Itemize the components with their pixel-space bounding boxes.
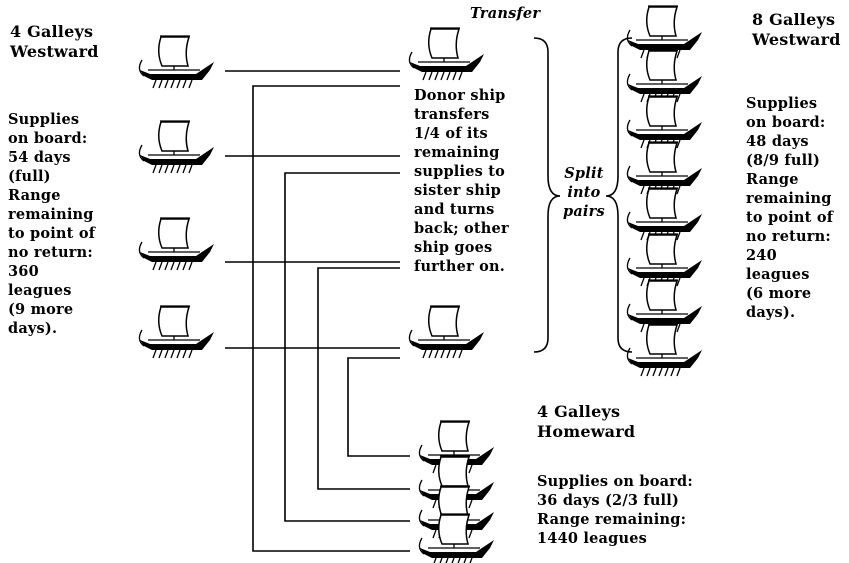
home-info-line: Range remaining: (537, 510, 693, 529)
west-info-line: to point of (8, 224, 95, 243)
split-label-line: pairs (563, 202, 605, 221)
west-title-line: 4 Galleys (10, 22, 99, 42)
connector-lines (225, 71, 410, 551)
transfer-desc-line: supplies to (414, 162, 509, 181)
east-galley-2 (627, 50, 702, 102)
transfer-description: Donor ship transfers 1/4 of its remainin… (414, 86, 509, 276)
west-info-line: (full) (8, 167, 95, 186)
west-galley-4 (139, 306, 214, 358)
transfer-desc-line: transfers (414, 105, 509, 124)
east-info-line: no return: (746, 227, 833, 246)
east-title-line: Westward (752, 30, 841, 50)
west-info-line: remaining (8, 205, 95, 224)
transfer-desc-line: remaining (414, 143, 509, 162)
home-group-info: Supplies on board: 36 days (2/3 full) Ra… (537, 472, 693, 548)
transfer-desc-line: 1/4 of its (414, 124, 509, 143)
east-galley-3 (627, 96, 702, 148)
east-info-line: to point of (746, 208, 833, 227)
transfer-galley-top (409, 28, 484, 80)
east-info-line: Supplies (746, 94, 833, 113)
east-group-title: 8 Galleys Westward (752, 10, 841, 50)
west-info-line: leagues (8, 281, 95, 300)
west-info-line: Supplies (8, 110, 95, 129)
east-info-line: 48 days (746, 132, 833, 151)
transfer-galley-bottom (409, 306, 484, 358)
split-label-line: Split (563, 164, 605, 183)
east-info-line: (6 more (746, 284, 833, 303)
home-info-line: 36 days (2/3 full) (537, 491, 693, 510)
east-info-line: on board: (746, 113, 833, 132)
east-galley-6 (627, 234, 702, 286)
transfer-label: Transfer (470, 4, 540, 23)
home-info-line: Supplies on board: (537, 472, 693, 491)
transfer-desc-line: Donor ship (414, 86, 509, 105)
west-info-line: (9 more (8, 300, 95, 319)
west-info-line: 54 days (8, 148, 95, 167)
west-info-line: no return: (8, 243, 95, 262)
east-info-line: leagues (746, 265, 833, 284)
east-group-info: Supplies on board: 48 days (8/9 full) Ra… (746, 94, 833, 322)
transfer-desc-line: back; other (414, 219, 509, 238)
home-group-title: 4 Galleys Homeward (537, 402, 635, 442)
east-info-line: remaining (746, 189, 833, 208)
west-info-line: on board: (8, 129, 95, 148)
home-title-line: 4 Galleys (537, 402, 635, 422)
home-info-line: 1440 leagues (537, 529, 693, 548)
east-galley-4 (627, 142, 702, 194)
west-galley-2 (139, 121, 214, 173)
transfer-desc-line: ship goes (414, 238, 509, 257)
east-title-line: 8 Galleys (752, 10, 841, 30)
west-galley-1 (139, 36, 214, 88)
west-info-line: days). (8, 319, 95, 338)
west-info-line: 360 (8, 262, 95, 281)
split-label-line: into (563, 183, 605, 202)
split-label: Split into pairs (563, 164, 605, 221)
home-title-line: Homeward (537, 422, 635, 442)
west-galley-3 (139, 218, 214, 270)
west-group-title: 4 Galleys Westward (10, 22, 99, 62)
transfer-desc-line: further on. (414, 257, 509, 276)
west-info-line: Range (8, 186, 95, 205)
east-info-line: days). (746, 303, 833, 322)
west-title-line: Westward (10, 42, 99, 62)
east-info-line: (8/9 full) (746, 151, 833, 170)
transfer-desc-line: sister ship (414, 181, 509, 200)
east-galley-5 (627, 188, 702, 240)
east-info-line: 240 (746, 246, 833, 265)
east-galley-8 (627, 324, 702, 376)
east-info-line: Range (746, 170, 833, 189)
west-group-info: Supplies on board: 54 days (full) Range … (8, 110, 95, 338)
transfer-desc-line: and turns (414, 200, 509, 219)
